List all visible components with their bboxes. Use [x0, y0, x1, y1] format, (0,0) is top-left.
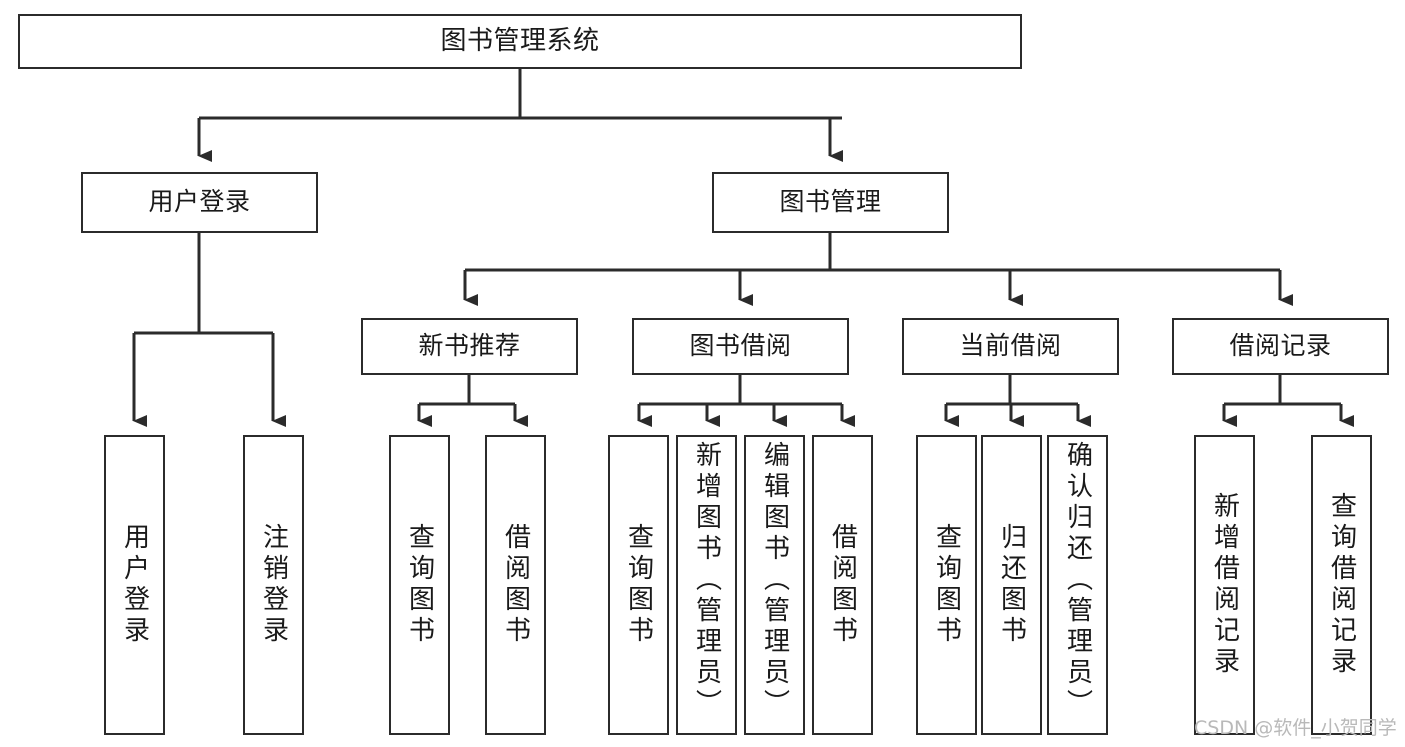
- node-leaf-user-login[interactable]: 用户登录: [104, 435, 165, 735]
- node-book-borrow-label: 图书借阅: [689, 331, 792, 361]
- node-leaf-add-record-label: 新增借阅记录: [1209, 492, 1240, 678]
- node-leaf-logout[interactable]: 注销登录: [243, 435, 304, 735]
- watermark: CSDN @软件_小贺同学: [1194, 717, 1397, 739]
- node-leaf-confirm-return[interactable]: 确认归还（管理员）: [1047, 435, 1108, 735]
- node-current-borrow-label: 当前借阅: [959, 331, 1062, 361]
- node-book-borrow[interactable]: 图书借阅: [632, 318, 849, 375]
- node-leaf-query-record-label: 查询借阅记录: [1326, 492, 1357, 678]
- node-leaf-query-record[interactable]: 查询借阅记录: [1311, 435, 1372, 735]
- node-book-manage[interactable]: 图书管理: [712, 172, 949, 233]
- node-user-login-label: 用户登录: [148, 187, 251, 217]
- node-leaf-add-book-label: 新增图书（管理员）: [691, 441, 722, 720]
- node-leaf-query-book-borrow-label: 查询图书: [623, 523, 654, 647]
- node-root-label: 图书管理系统: [440, 25, 600, 56]
- node-leaf-user-login-label: 用户登录: [119, 523, 150, 647]
- node-new-book-rec-label: 新书推荐: [418, 331, 521, 361]
- node-leaf-query-book-rec[interactable]: 查询图书: [389, 435, 450, 735]
- node-leaf-borrow-book-label: 借阅图书: [827, 523, 858, 647]
- node-leaf-confirm-return-label: 确认归还（管理员）: [1062, 441, 1093, 720]
- node-leaf-add-book[interactable]: 新增图书（管理员）: [676, 435, 737, 735]
- node-leaf-borrow-book-rec[interactable]: 借阅图书: [485, 435, 546, 735]
- node-leaf-edit-book-label: 编辑图书（管理员）: [759, 441, 790, 720]
- node-current-borrow[interactable]: 当前借阅: [902, 318, 1119, 375]
- node-leaf-query-book-cur[interactable]: 查询图书: [916, 435, 977, 735]
- node-leaf-query-book-borrow[interactable]: 查询图书: [608, 435, 669, 735]
- node-leaf-return-book[interactable]: 归还图书: [981, 435, 1042, 735]
- node-leaf-add-record[interactable]: 新增借阅记录: [1194, 435, 1255, 735]
- node-new-book-rec[interactable]: 新书推荐: [361, 318, 578, 375]
- node-book-manage-label: 图书管理: [779, 187, 882, 217]
- node-root[interactable]: 图书管理系统: [18, 14, 1022, 69]
- node-borrow-record[interactable]: 借阅记录: [1172, 318, 1389, 375]
- node-leaf-query-book-rec-label: 查询图书: [404, 523, 435, 647]
- node-leaf-return-book-label: 归还图书: [996, 523, 1027, 647]
- node-leaf-edit-book[interactable]: 编辑图书（管理员）: [744, 435, 805, 735]
- node-leaf-query-book-cur-label: 查询图书: [931, 523, 962, 647]
- node-borrow-record-label: 借阅记录: [1229, 331, 1332, 361]
- node-leaf-borrow-book-rec-label: 借阅图书: [500, 523, 531, 647]
- node-user-login[interactable]: 用户登录: [81, 172, 318, 233]
- node-leaf-borrow-book[interactable]: 借阅图书: [812, 435, 873, 735]
- node-leaf-logout-label: 注销登录: [258, 523, 289, 647]
